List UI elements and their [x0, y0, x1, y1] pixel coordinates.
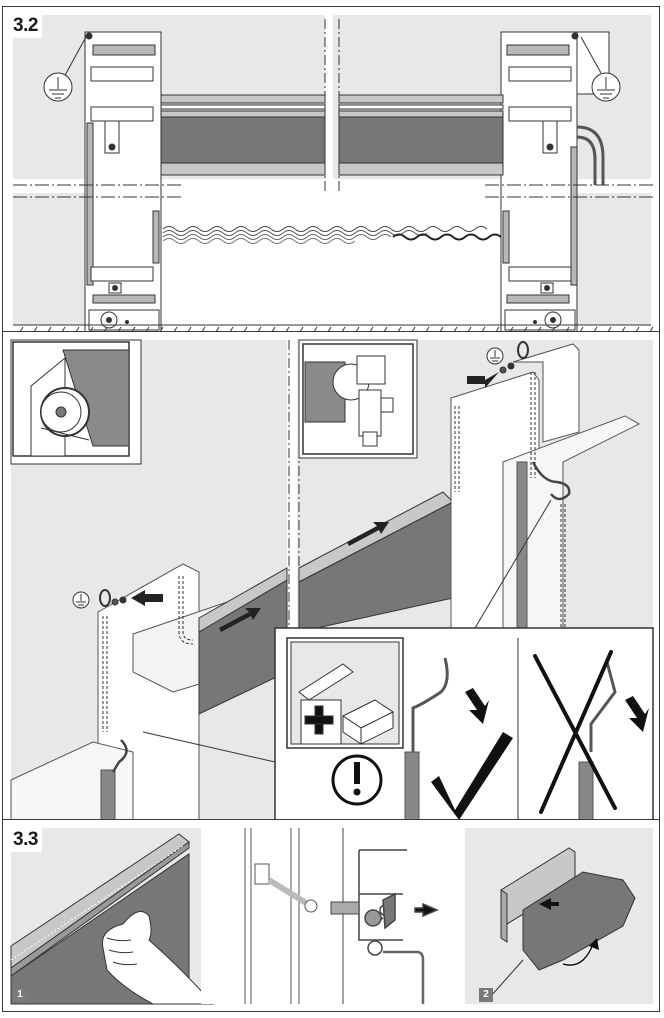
accessory-box-inset	[286, 637, 404, 749]
center-break-lines	[324, 19, 340, 193]
wavy-cable-lines	[162, 226, 502, 244]
ground-symbol-left-frame	[72, 589, 127, 609]
drum-bearing-inset	[10, 339, 142, 465]
left-side-frame	[84, 31, 162, 331]
ground-cable-left	[102, 576, 194, 732]
warning-exclamation-icon	[331, 754, 383, 806]
step-badge-2: 2	[479, 988, 493, 1002]
section-cable-routing	[3, 331, 659, 820]
motor-gear-inset	[298, 339, 418, 459]
manual-page: 3.2	[2, 6, 660, 1012]
incorrect-cable-routing	[578, 661, 649, 820]
install-arrow-right	[467, 372, 499, 388]
right-side-frame	[500, 31, 610, 331]
remove-arrow-left	[131, 590, 163, 606]
ground-cable-loop-left	[111, 739, 128, 773]
curtain-top-profile	[160, 94, 504, 176]
frame-elevation-diagram	[13, 15, 654, 331]
ground-symbol-left	[43, 32, 93, 102]
seal-fitting-diagram	[10, 828, 653, 1005]
section-label-3-3: 3.3	[9, 828, 42, 852]
step-badge-1: 1	[13, 988, 27, 1002]
slide-arrow-right	[347, 522, 389, 546]
curtain-isometric-left	[198, 491, 454, 715]
section-3-3: 3.3 1 2	[3, 819, 659, 1013]
profile-cross-section	[330, 828, 457, 1004]
panel-1-bolt-detail	[201, 828, 331, 1004]
correct-cable-routing	[404, 657, 489, 820]
ground-symbol-right-frame	[486, 341, 529, 374]
ground-symbol-right	[571, 32, 621, 102]
section-3-2: 3.2	[3, 7, 659, 331]
horizontal-break-lines	[13, 184, 653, 198]
section-label-3-2: 3.2	[9, 14, 42, 38]
panel-1-hand-seal	[10, 828, 215, 1005]
ground-cable-loop-right	[531, 461, 571, 501]
check-mark-icon	[431, 732, 513, 820]
slide-arrow-left	[219, 608, 261, 632]
cable-routing-diagram	[10, 339, 654, 820]
cross-mark-icon	[533, 650, 617, 814]
panel-2-seal-fold	[465, 828, 653, 1004]
ground-cable-right	[454, 372, 566, 632]
